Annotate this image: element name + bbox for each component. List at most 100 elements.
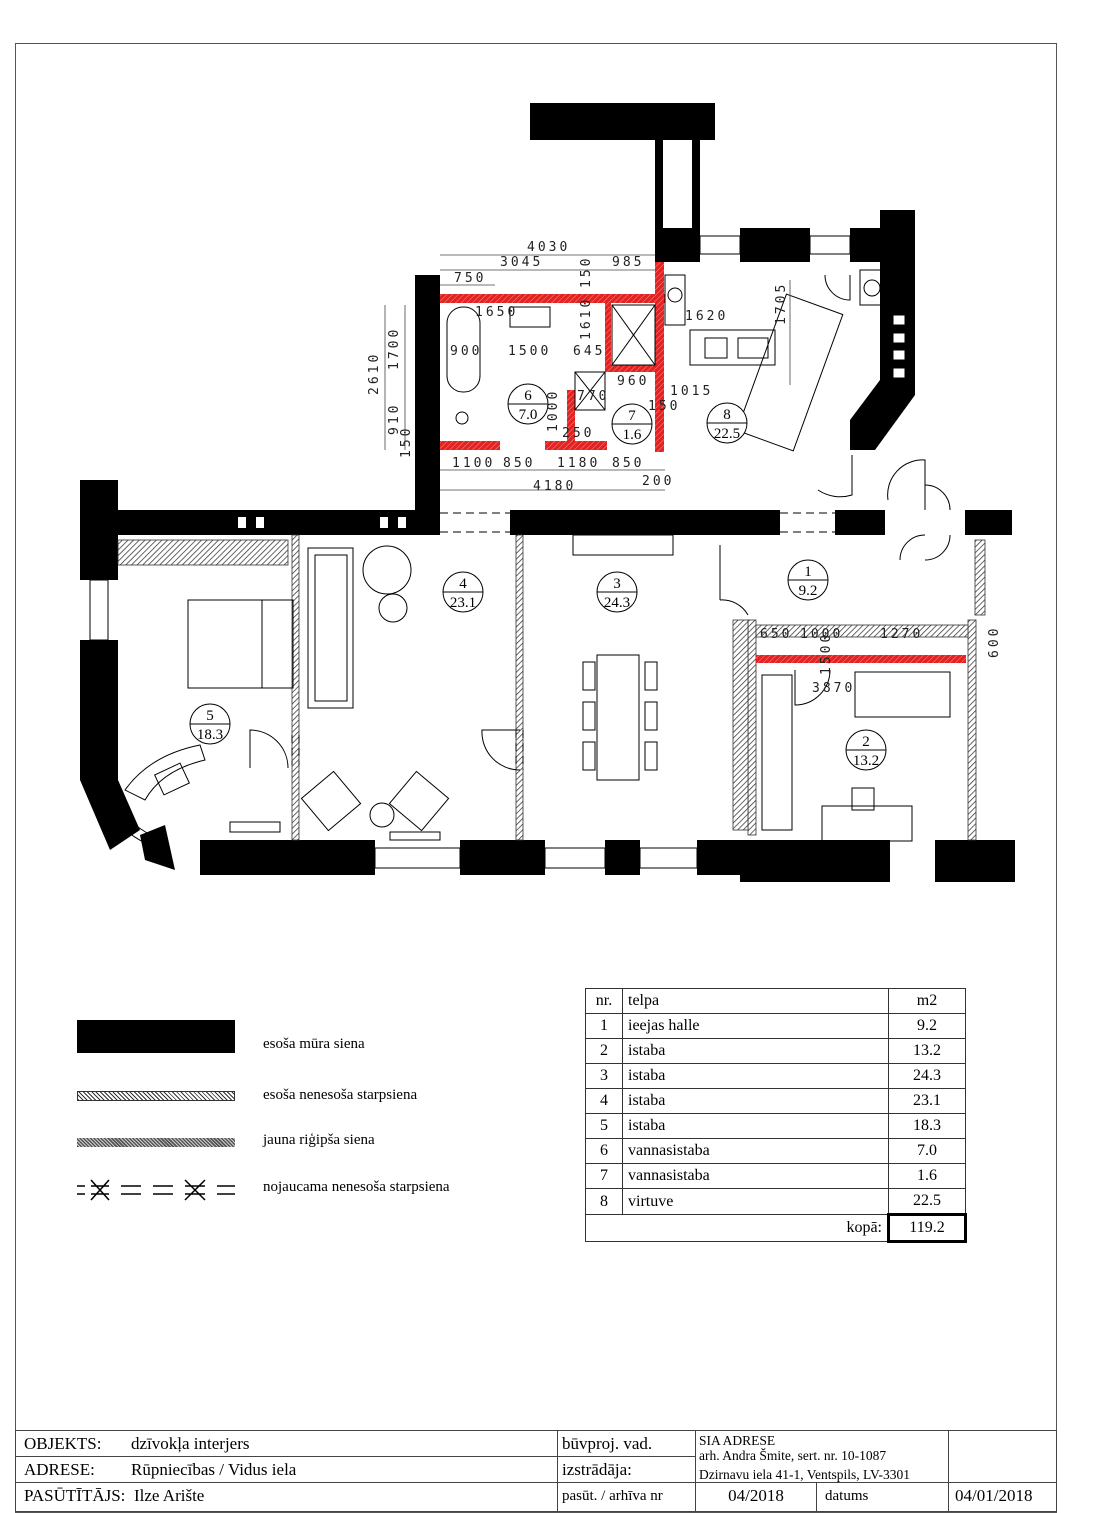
cell-nr: 3 xyxy=(585,1063,623,1089)
room-number: 8 xyxy=(723,407,731,423)
room-label-2: 213.2 xyxy=(845,729,887,771)
dim-1100: 1100 xyxy=(452,456,495,471)
dim-1620: 1620 xyxy=(685,309,728,324)
dim-3045: 3045 xyxy=(500,255,543,270)
room-area: 9.2 xyxy=(799,583,818,599)
cell-name: istaba xyxy=(622,1113,889,1139)
existing-partitions xyxy=(117,534,986,841)
architect: arh. Andra Šmite, sert. nr. 10-1087 xyxy=(699,1448,887,1463)
legend-swatch-demolish xyxy=(77,1179,235,1201)
header-nr: nr. xyxy=(585,988,623,1014)
adrese-row: ADRESE: Rūpniecības / Vidus iela xyxy=(15,1456,558,1483)
room-area: 7.0 xyxy=(519,407,538,423)
pasut-nr-value: 04/2018 xyxy=(695,1482,817,1512)
room-label-8: 822.5 xyxy=(706,402,748,444)
room-label-6: 67.0 xyxy=(507,383,549,425)
signature-cell xyxy=(948,1430,1057,1483)
room-number: 1 xyxy=(804,564,812,580)
objekts-row: OBJEKTS: dzīvokļa interjers xyxy=(15,1430,558,1457)
dim-1000: 1000 xyxy=(546,389,561,432)
pasutitajs-row: PASŪTĪTĀJS: Ilze Arište xyxy=(15,1482,558,1512)
dim-1000-b: 1000 xyxy=(800,627,843,642)
dim-900: 900 xyxy=(450,344,482,359)
room-number: 4 xyxy=(459,576,467,592)
dim-1500-b: 1500 xyxy=(819,632,834,675)
cell-name: istaba xyxy=(622,1063,889,1089)
room-number: 6 xyxy=(524,388,532,404)
dim-850: 850 xyxy=(503,456,535,471)
adrese-value: Rūpniecības / Vidus iela xyxy=(131,1460,297,1479)
dim-600: 600 xyxy=(987,626,1002,658)
cell-nr: 1 xyxy=(585,1013,623,1039)
room-label-5: 518.3 xyxy=(189,703,231,745)
cell-name: vannasistaba xyxy=(622,1163,889,1189)
dim-250: 250 xyxy=(562,426,594,441)
cell-nr: 4 xyxy=(585,1088,623,1114)
objekts-label: OBJEKTS: xyxy=(24,1434,102,1453)
dim-750: 750 xyxy=(454,271,486,286)
dim-1650: 1650 xyxy=(475,305,518,320)
dim-150-c: 150 xyxy=(648,399,680,414)
legend-label: jauna riģipša siena xyxy=(263,1132,375,1148)
dim-1270: 1270 xyxy=(880,627,923,642)
dim-4180: 4180 xyxy=(533,479,576,494)
legend-label: nojaucama nenesoša starpsiena xyxy=(263,1179,450,1195)
new-drywall xyxy=(440,262,966,663)
izstradaja-label: izstrādāja: xyxy=(557,1456,696,1483)
dim-1705: 1705 xyxy=(774,282,789,325)
room-area: 23.1 xyxy=(450,595,476,611)
room-label-3: 324.3 xyxy=(596,571,638,613)
room-area: 24.3 xyxy=(604,595,630,611)
room-area: 22.5 xyxy=(714,426,740,442)
dim-910: 910 xyxy=(387,403,402,435)
dim-1180: 1180 xyxy=(557,456,600,471)
room-number: 7 xyxy=(628,408,636,424)
room-number: 3 xyxy=(613,576,621,592)
dimension-lines xyxy=(384,254,791,491)
table-header-row: nr. telpa m2 xyxy=(585,988,966,1014)
dim-850-b: 850 xyxy=(612,456,644,471)
dim-645: 645 xyxy=(573,344,605,359)
dim-960: 960 xyxy=(617,374,649,389)
dim-3870: 3870 xyxy=(812,681,855,696)
cell-name: ieejas halle xyxy=(622,1013,889,1039)
dim-4030: 4030 xyxy=(527,240,570,255)
dimension-texts: 4030 3045 985 750 1650 900 1500 150 1610… xyxy=(367,240,1002,696)
doors xyxy=(249,274,951,771)
cell-name: istaba xyxy=(622,1088,889,1114)
legend-swatch-partition xyxy=(77,1091,235,1101)
pasutitajs-label: PASŪTĪTĀJS: xyxy=(24,1486,126,1505)
legend-swatch-drywall xyxy=(77,1138,235,1147)
header-telpa: telpa xyxy=(622,988,889,1014)
dim-650: 650 xyxy=(760,627,792,642)
dim-2610: 2610 xyxy=(367,352,382,395)
total-value: 119.2 xyxy=(887,1213,967,1243)
cell-m2: 22.5 xyxy=(888,1188,966,1215)
objekts-value: dzīvokļa interjers xyxy=(131,1434,250,1453)
cell-nr: 6 xyxy=(585,1138,623,1164)
furniture xyxy=(124,269,951,842)
company-block: SIA ADRESE arh. Andra Šmite, sert. nr. 1… xyxy=(695,1430,949,1483)
dim-1015: 1015 xyxy=(670,384,713,399)
dim-1500: 1500 xyxy=(508,344,551,359)
pasutitajs-value: Ilze Arište xyxy=(134,1486,205,1505)
cell-m2: 13.2 xyxy=(888,1038,966,1064)
legend-label: esoša mūra siena xyxy=(263,1036,365,1052)
dim-150-b: 150 xyxy=(399,426,414,458)
cell-m2: 7.0 xyxy=(888,1138,966,1164)
pasut-nr-label: pasūt. / arhīva nr xyxy=(557,1482,696,1512)
adrese-label: ADRESE: xyxy=(24,1460,95,1479)
cell-m2: 9.2 xyxy=(888,1013,966,1039)
cell-name: vannasistaba xyxy=(622,1138,889,1164)
windows xyxy=(89,235,906,869)
cell-nr: 7 xyxy=(585,1163,623,1189)
total-row: kopā:119.2 xyxy=(585,1213,967,1243)
datums-label: datums xyxy=(816,1482,949,1512)
cell-m2: 1.6 xyxy=(888,1163,966,1189)
